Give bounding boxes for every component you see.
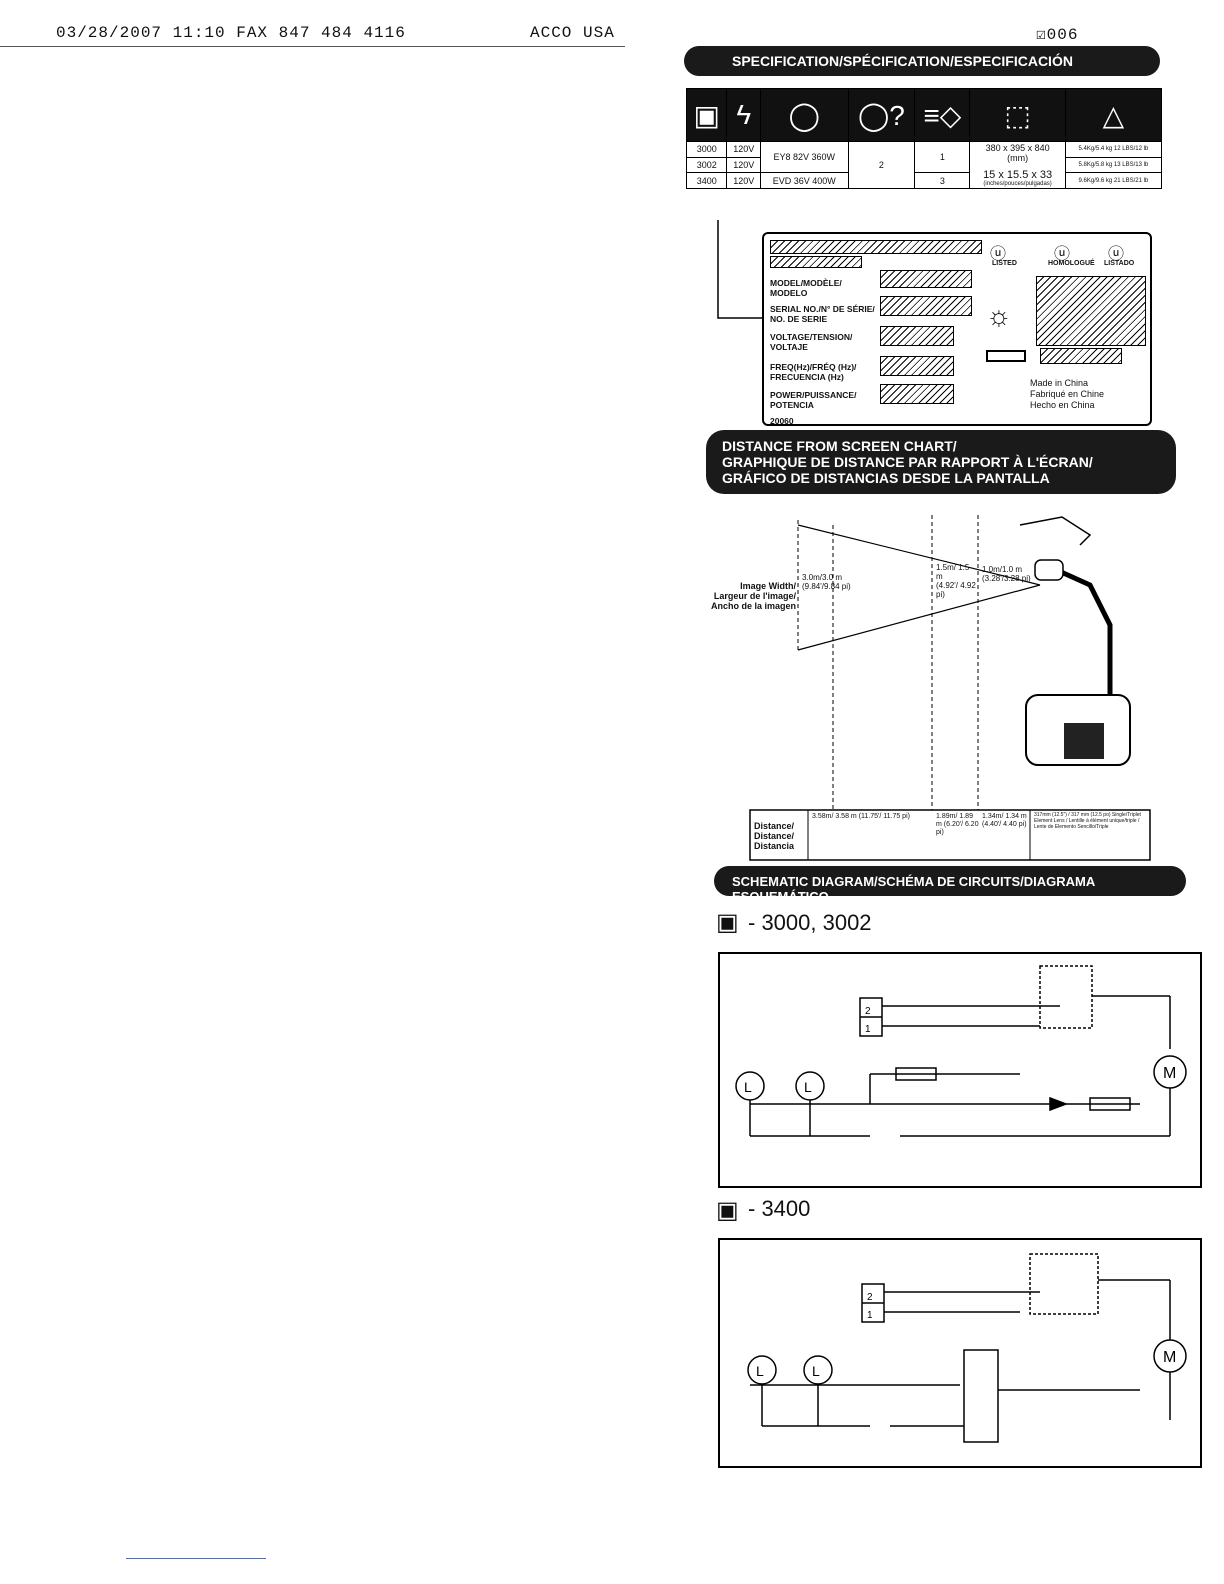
spec-lamp: EY8 82V 360W	[759, 140, 849, 174]
projector-icon: ▣	[685, 88, 728, 142]
spec-model: 3000	[685, 141, 728, 158]
distance-banner: DISTANCE FROM SCREEN CHART/ GRAPHIQUE DE…	[706, 430, 1176, 494]
spec-weight: 5.8Kg/5.8 kg 13 LBS/13 lb	[1064, 156, 1163, 174]
circuit-diagram-3400: M L L 2 1	[747, 1253, 1187, 1443]
label-hatch	[880, 296, 972, 316]
spec-lens: 3	[914, 172, 971, 189]
lamp-icon: L	[744, 1079, 752, 1095]
ul-homologue-icon: ⓤ	[1054, 246, 1071, 263]
lamp-icon: L	[756, 1363, 764, 1379]
label-code: 20060	[770, 416, 794, 426]
motor-icon: M	[1163, 1349, 1176, 1366]
label-hatch	[770, 240, 982, 254]
voltage-icon: ϟ	[726, 88, 761, 142]
fax-checkbox-icon: ☑	[1036, 26, 1047, 44]
lamp-icon: L	[812, 1363, 820, 1379]
spec-voltage: 120V	[726, 141, 761, 158]
terminal-1: 1	[867, 1310, 873, 1321]
lens-icon: ≡◇	[914, 88, 971, 142]
ul-listed: LISTED	[992, 260, 1017, 267]
distance-label: Distance/ Distance/ Distancia	[754, 821, 795, 851]
label-hatch	[880, 384, 954, 404]
spec-table: ▣ ϟ ◯ ◯? ≡◇ ⬚ △ 3000 120V EY8 82V 360W 2…	[685, 88, 1163, 189]
ul-listed-icon: ⓤ	[990, 246, 1007, 263]
projector-icon: ▣	[716, 1197, 739, 1224]
fax-company: ACCO USA	[530, 24, 615, 42]
label-connector	[717, 220, 762, 319]
label-hatch	[1036, 276, 1146, 346]
schematic-models-3400: - 3400	[748, 1196, 811, 1221]
motor-icon: M	[1163, 1065, 1176, 1082]
fax-page-number: ☑006	[1036, 26, 1079, 44]
lamp-quantity-icon: ◯?	[847, 88, 916, 142]
spec-lamp: EVD 36V 400W	[759, 172, 849, 189]
distance-note: 317mm (12.5") / 317 mm (12.5 po) Single/…	[1034, 812, 1141, 830]
spec-dimensions: 380 x 395 x 840 (mm) 15 x 15.5 x 33 (inc…	[969, 141, 1066, 189]
spec-voltage: 120V	[726, 172, 761, 189]
dimensions-icon: ⬚	[969, 88, 1066, 142]
image-width-label: Image Width/ Largeur de l'image/ Ancho d…	[710, 581, 796, 611]
lamp-icon: L	[804, 1079, 812, 1095]
specification-banner: SPECIFICATION/SPÉCIFICATION/ESPECIFICACI…	[684, 46, 1160, 76]
circuit-diagram-3000: M L L 2 1	[735, 965, 1187, 1137]
width-1-5m: 1.5m/ 1.5 m (4.92'/ 4.92 pi)	[936, 563, 976, 599]
fax-datetime: 03/28/2007 11:10 FAX 847 484 4116	[56, 24, 406, 42]
label-freq: FREQ(Hz)/FRÉQ (Hz)/ FRECUENCIA (Hz)	[770, 362, 857, 382]
distance-chart: Image Width/ Largeur de l'image/ Ancho d…	[690, 505, 1170, 865]
width-1m: 1.0m/1.0 m (3.28'/3.28 pi)	[982, 565, 1031, 583]
label-power: POWER/PUISSANCE/ POTENCIA	[770, 390, 857, 410]
distance-chart-drawing	[749, 515, 1151, 861]
spec-weight: 5.4Kg/5.4 kg 12 LBS/12 lb	[1064, 141, 1163, 158]
spec-lamp-qty: 2	[847, 141, 916, 189]
weight-icon: △	[1064, 88, 1163, 142]
schematic-3000-3002: M L L 2 1	[718, 952, 1202, 1188]
ul-homologue: HOMOLOGUÉ	[1048, 260, 1095, 267]
spec-model: 3002	[685, 156, 728, 174]
fax-divider	[0, 46, 625, 47]
spec-weight: 9.6Kg/9.6 kg 21 LBS/21 lb	[1064, 172, 1163, 189]
label-hatch	[880, 356, 954, 376]
spec-model: 3400	[685, 172, 728, 189]
label-hatch	[1040, 348, 1122, 364]
footer-rule	[126, 1558, 266, 1559]
terminal-2: 2	[867, 1292, 873, 1303]
label-serial: SERIAL NO./N° DE SÉRIE/ NO. DE SERIE	[770, 304, 875, 324]
ul-listado-icon: ⓤ	[1108, 246, 1125, 263]
distance-3-58m: 3.58m/ 3.58 m (11.75'/ 11.75 pi)	[812, 813, 910, 820]
terminal-1: 1	[865, 1024, 871, 1035]
terminal-2: 2	[865, 1006, 871, 1017]
ul-listado: LISTADO	[1104, 260, 1135, 267]
schematic-3400: M L L 2 1	[718, 1238, 1202, 1468]
label-voltage: VOLTAGE/TENSION/ VOLTAJE	[770, 332, 853, 352]
made-in-china: Made in China Fabriqué en Chine Hecho en…	[1030, 378, 1105, 410]
schematic-banner: SCHEMATIC DIAGRAM/SCHÉMA DE CIRCUITS/DIA…	[714, 866, 1186, 904]
label-hatch	[880, 326, 954, 346]
label-hatch	[880, 270, 972, 288]
fuse-icon	[986, 350, 1026, 362]
spec-lens: 1	[914, 140, 971, 174]
spec-voltage: 120V	[726, 156, 761, 174]
lamp-icon: ◯	[759, 88, 849, 142]
projector-icon: ▣	[716, 909, 739, 936]
light-icon: ☼	[986, 300, 1012, 331]
rating-label: MODEL/MODÈLE/ MODELO SERIAL NO./N° DE SÉ…	[762, 232, 1152, 426]
schematic-models-3000: - 3000, 3002	[748, 910, 872, 935]
label-model: MODEL/MODÈLE/ MODELO	[770, 278, 842, 298]
width-3m: 3.0m/3.0 m (9.84'/9.84 pi)	[802, 573, 851, 591]
distance-1-34m: 1.34m/ 1.34 m (4.40'/ 4.40 pi)	[982, 813, 1027, 828]
distance-1-89m: 1.89m/ 1.89 m (6.20'/ 6.20 pi)	[936, 813, 979, 836]
label-hatch	[770, 256, 862, 268]
